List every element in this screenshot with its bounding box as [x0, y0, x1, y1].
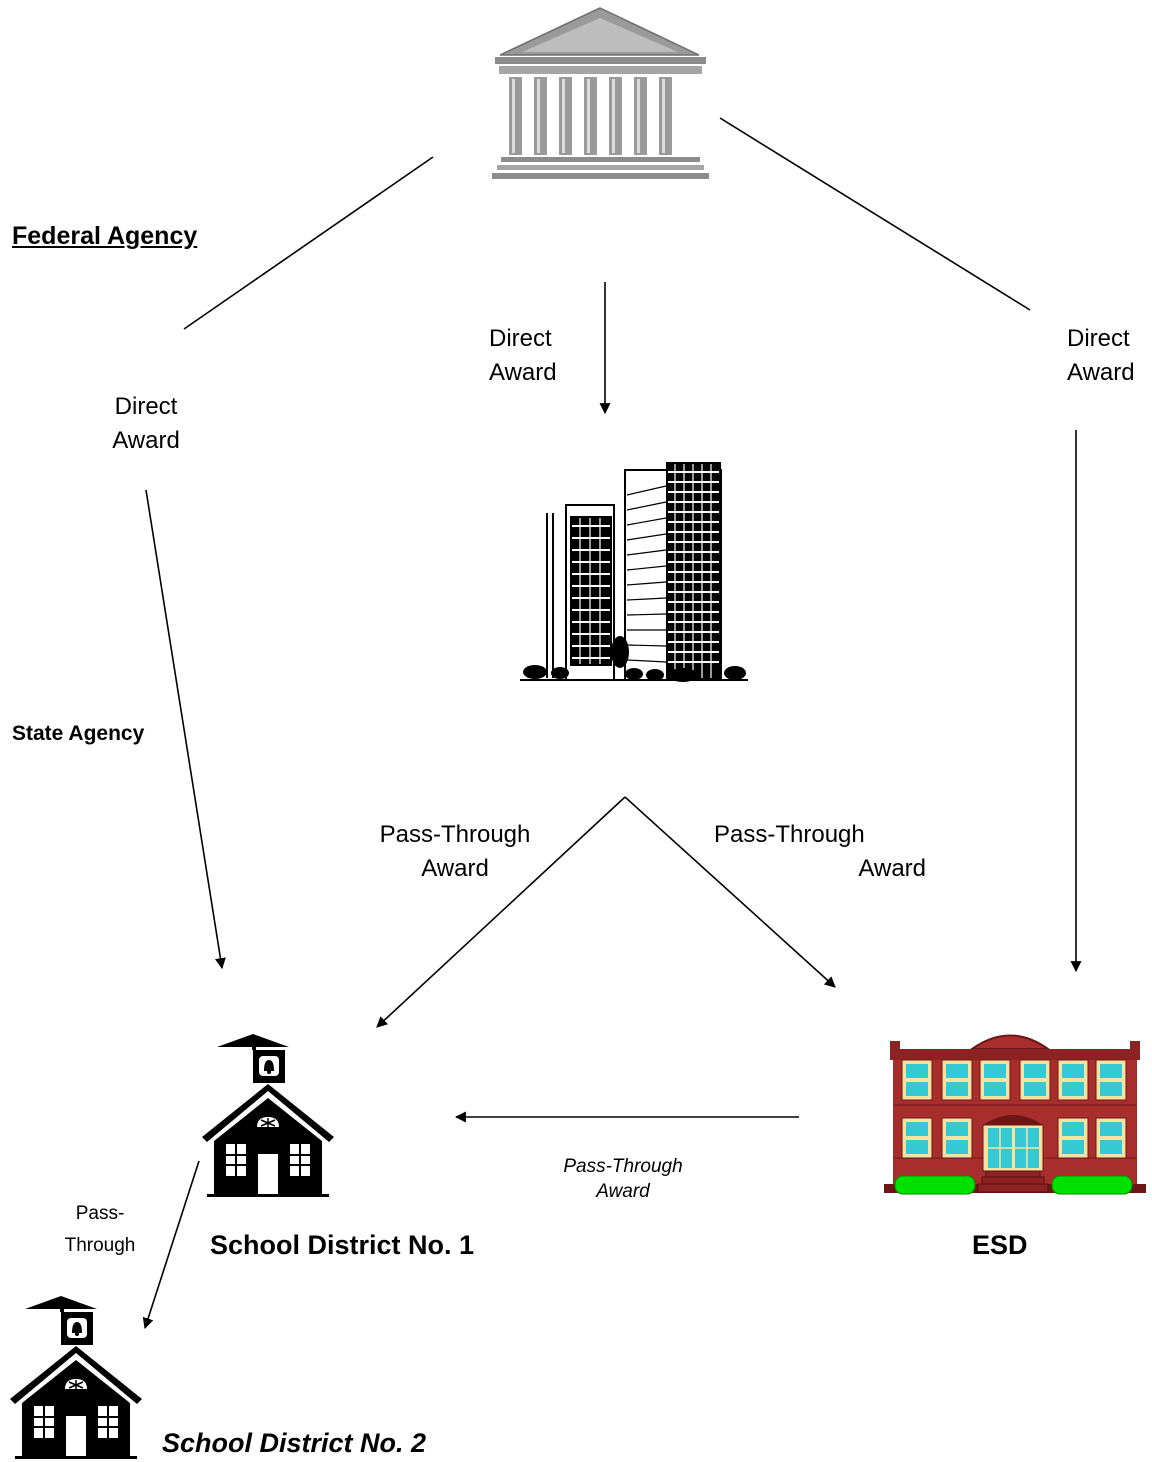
esd-label: ESD [972, 1230, 1028, 1260]
schoolhouse-icon [202, 1034, 334, 1197]
brick-school-icon [884, 1034, 1146, 1195]
federal-to-right-connector [719, 117, 1031, 311]
pass-through-district-label: Pass-Through [64, 1203, 136, 1256]
government-building-icon [492, 7, 709, 179]
arrow-pass-state-to-district1 [376, 796, 626, 1028]
state-agency-label: State Agency [12, 722, 145, 745]
district1-label: School District No. 1 [210, 1230, 475, 1260]
district2-label: School District No. 2 [162, 1428, 427, 1458]
schoolhouse-icon [10, 1296, 142, 1459]
federal-to-left-connector [183, 156, 434, 330]
federal-agency-label: Federal Agency [12, 222, 198, 250]
arrow-pass-district1-to-district2 [142, 1160, 200, 1330]
arrow-direct-federal-to-district1 [145, 489, 226, 970]
arrow-pass-state-to-esd [624, 796, 836, 988]
office-tower-icon [520, 462, 748, 682]
